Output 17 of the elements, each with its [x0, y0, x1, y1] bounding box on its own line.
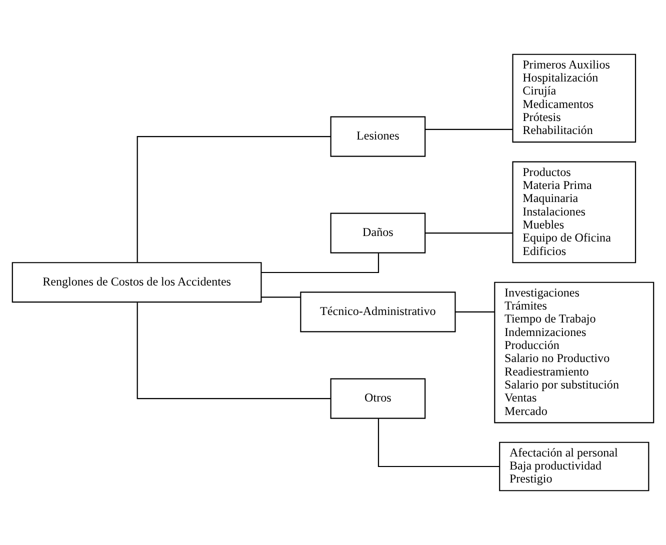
connector: [261, 296, 300, 298]
connector: [378, 418, 500, 468]
node-box: Investigaciones Trámites Tiempo de Trabajo Indemnizaciones Producción Salario no Productivo Readiestramiento Salario por substitución Ventas Mercado: [494, 282, 654, 424]
connector: [136, 136, 331, 262]
node-box: Lesiones: [330, 116, 426, 157]
connector: [455, 311, 495, 312]
node-box: Primeros Auxilios Hospitalización Cirujía Medicamentos Prótesis Rehabilitación: [512, 54, 636, 143]
node-box: Afectación al personal Baja productividad Prestigio: [499, 442, 650, 492]
node-box: Técnico-Administrativo: [300, 292, 456, 332]
connector: [425, 128, 513, 130]
node-box: Renglones de Costos de los Accidentes: [12, 262, 262, 303]
node-box: Productos Materia Prima Maquinaria Instalaciones Muebles Equipo de Oficina Edificios: [512, 161, 636, 264]
connector: [425, 232, 513, 234]
node-box: Otros: [330, 378, 426, 419]
connector: [136, 302, 331, 400]
connector: [262, 253, 380, 274]
node-box: Daños: [330, 212, 426, 254]
